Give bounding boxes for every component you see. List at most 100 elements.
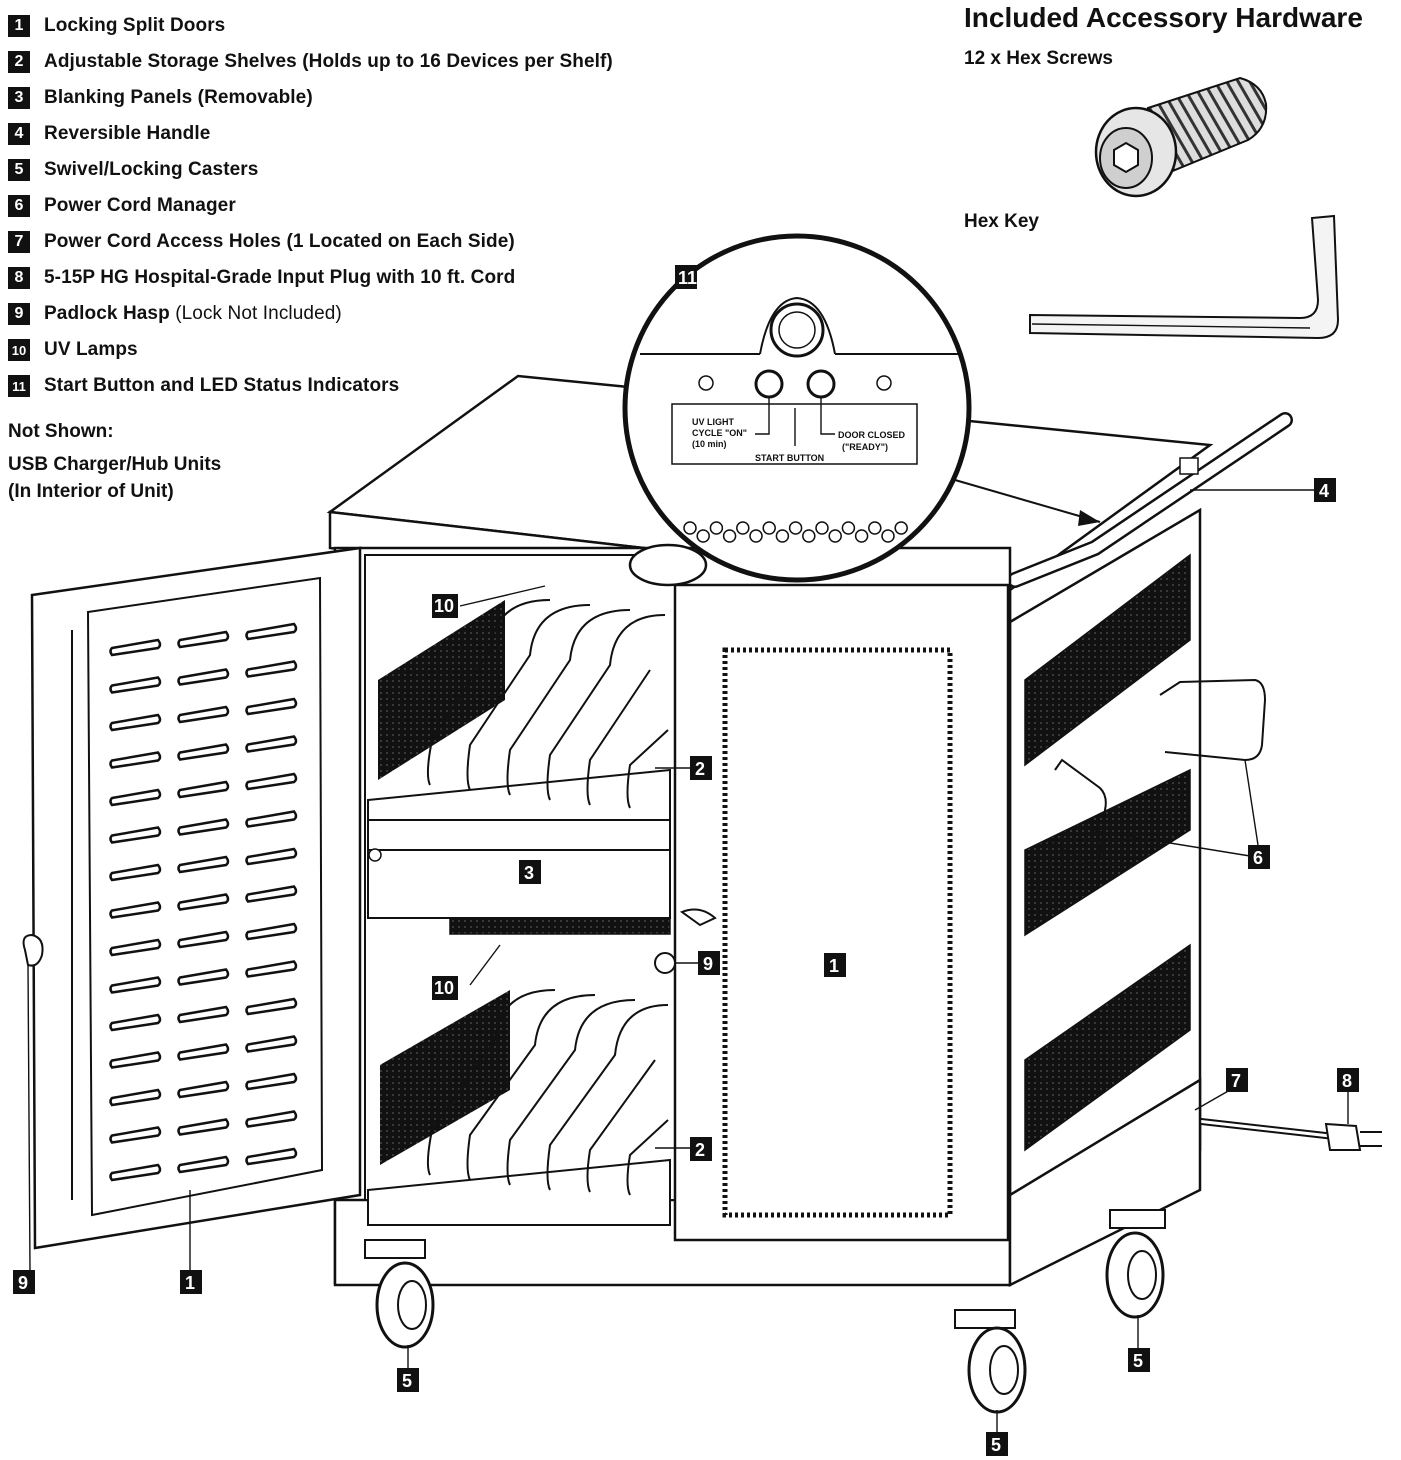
vent-hole: [841, 521, 856, 535]
legend-number: 1: [8, 15, 30, 37]
louver-slot: [109, 1163, 162, 1182]
louver-slot: [177, 893, 230, 911]
screw-icon: [876, 375, 892, 391]
callout-3: 3: [519, 860, 541, 884]
caster-front-left: [364, 1239, 435, 1349]
louver-slot: [109, 901, 162, 919]
louver-slot: [245, 960, 298, 978]
louver-slot: [109, 1013, 162, 1032]
callout-9: 9: [13, 1270, 35, 1294]
legend-number: 2: [8, 51, 30, 73]
caster-front-right: [954, 1309, 1027, 1414]
vent-hole: [828, 529, 842, 543]
louver-slot: [177, 930, 230, 949]
callout-6: 6: [1248, 845, 1270, 869]
louver-slot: [109, 1051, 162, 1069]
svg-text:5: 5: [991, 1435, 1001, 1455]
vent-hole: [802, 529, 816, 543]
louver-slot: [109, 863, 162, 882]
vent-hole: [894, 521, 908, 535]
louver-slot: [245, 810, 298, 828]
louver-slot: [109, 788, 162, 807]
louver-slot: [109, 713, 162, 732]
vent-hole: [709, 521, 724, 535]
legend-label-note: (Lock Not Included): [169, 303, 342, 324]
legend-label: Power Cord Manager: [44, 195, 236, 216]
louver-slot: [109, 1126, 162, 1144]
legend-number: 10: [8, 339, 30, 361]
callout-2: 2: [690, 1137, 712, 1161]
vent-hole: [788, 521, 803, 535]
svg-text:9: 9: [18, 1273, 28, 1293]
svg-text:7: 7: [1231, 1071, 1241, 1091]
legend-number: 5: [8, 159, 30, 181]
legend-number: 4: [8, 123, 30, 145]
louver-slot: [177, 743, 230, 761]
vent-hole: [696, 529, 710, 543]
reversible-handle: [1007, 412, 1293, 588]
svg-text:6: 6: [1253, 848, 1263, 868]
callout-4: 4: [1314, 478, 1336, 502]
vent-hole: [775, 529, 790, 543]
legend-item: 5 Swivel/Locking Casters: [8, 152, 708, 188]
callout-10: 10: [432, 976, 458, 1000]
not-shown-title: Not Shown:: [8, 421, 114, 442]
zoom-uv-label-2: CYCLE "ON": [692, 428, 747, 438]
callout-5: 5: [1128, 1348, 1150, 1372]
svg-text:10: 10: [434, 978, 454, 998]
louver-slot: [109, 826, 162, 844]
louver-slot: [177, 1155, 230, 1174]
louver-slot: [109, 938, 162, 957]
legend-label: Locking Split Doors: [44, 15, 226, 36]
louver-slot: [177, 818, 230, 836]
cabinet-interior: [364, 554, 676, 1226]
vent-hole: [722, 529, 737, 543]
legend-label: UV Lamps: [44, 339, 138, 360]
louver-slot: [245, 772, 298, 791]
louver-slot: [245, 622, 298, 641]
louver-slot: [177, 1043, 230, 1061]
louver-slot: [177, 855, 230, 874]
legend-item: 9 Padlock Hasp (Lock Not Included): [8, 296, 708, 332]
louver-slot: [177, 1005, 230, 1024]
vent-hole: [868, 521, 882, 535]
vent-hole: [881, 529, 895, 543]
callout-5: 5: [986, 1432, 1008, 1456]
vent-hole: [736, 521, 750, 535]
svg-text:1: 1: [829, 956, 839, 976]
zoom-uv-label-3: (10 min): [692, 439, 727, 449]
accessory-hex-key-label: Hex Key: [964, 211, 1039, 232]
legend-number: 6: [8, 195, 30, 217]
svg-text:9: 9: [703, 954, 713, 974]
svg-text:2: 2: [695, 1140, 705, 1160]
louver-slot: [177, 1118, 230, 1136]
not-shown-note: Not Shown: USB Charger/Hub Units (In Int…: [8, 418, 221, 505]
vent-hole: [749, 529, 763, 543]
legend-label: Swivel/Locking Casters: [44, 159, 259, 180]
callout-10: 10: [432, 594, 458, 618]
callout-8: 8: [1337, 1068, 1359, 1092]
zoom-vent-holes: [683, 521, 908, 543]
hex-key-icon: [1029, 214, 1340, 340]
louver-slot: [245, 660, 298, 678]
louver-slot: [245, 1147, 298, 1166]
louver-slot: [109, 1088, 162, 1107]
not-shown-line2: (In Interior of Unit): [8, 481, 174, 502]
louver-slot: [245, 997, 298, 1016]
screw-icon: [698, 375, 714, 391]
zoom-door-label-2: ("READY"): [842, 442, 888, 452]
vent-hole: [762, 521, 776, 535]
legend-number: 9: [8, 303, 30, 325]
legend-number: 8: [8, 267, 30, 289]
svg-text:11: 11: [678, 268, 697, 288]
svg-text:8: 8: [1342, 1071, 1352, 1091]
legend-label-main: Padlock Hasp: [44, 303, 170, 324]
callout-11: 11: [675, 265, 697, 289]
